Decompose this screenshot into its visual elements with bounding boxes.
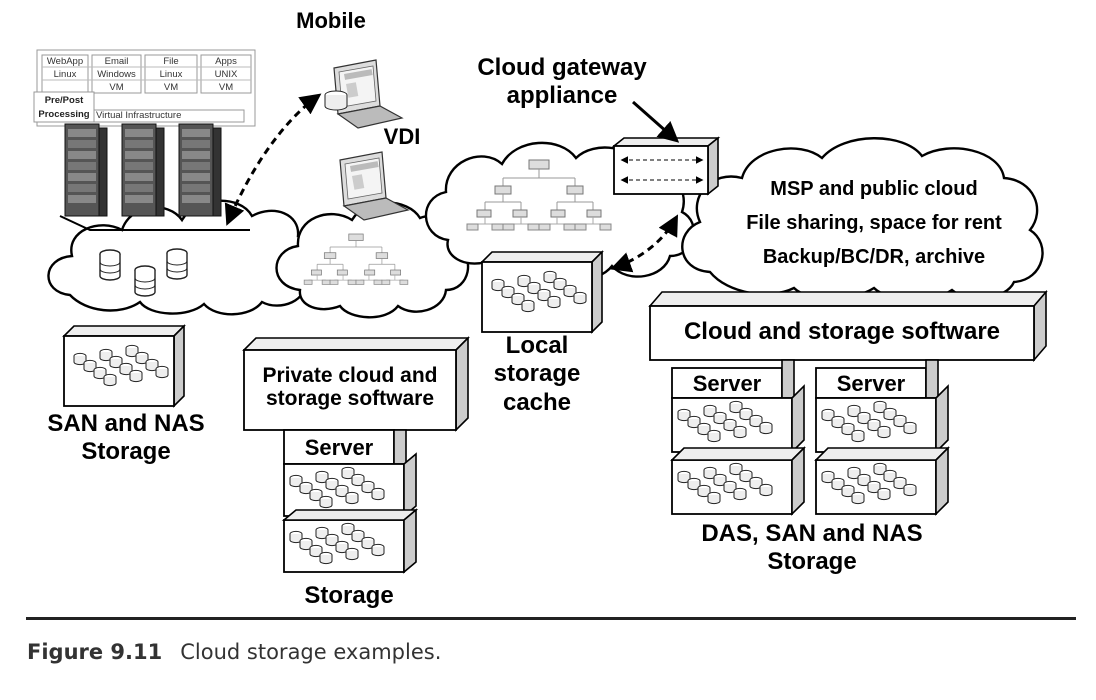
cache-link-arrow [610, 214, 679, 273]
virtual-infrastructure-panel [33, 49, 256, 127]
server-label-right-1: Server [692, 371, 762, 396]
public-cloud-line-1: MSP and public cloud [770, 178, 978, 200]
das-san-nas-label: DAS, SAN and NAS Storage [701, 520, 923, 576]
gateway-pointer-arrow [632, 100, 680, 143]
server-label-right-2: Server [836, 371, 906, 396]
server-label-left: Server [304, 435, 374, 460]
vdi-label: VDI [383, 124, 421, 149]
mobile-link-arrow [224, 93, 322, 226]
private-cloud-software-text: Private cloud and storage software [262, 364, 438, 411]
server-rack [178, 123, 222, 217]
database-icon [134, 265, 156, 297]
vi-cell-processing: Processing [38, 109, 90, 120]
vdi-laptop-icon [339, 151, 409, 221]
vi-cell-vm-1: VM [109, 82, 124, 93]
cloud-gateway-appliance [611, 136, 721, 196]
vi-cell-email: Email [104, 56, 129, 67]
vi-footer: Virtual Infrastructure [96, 110, 182, 121]
public-cloud [681, 137, 1044, 301]
right-server-stack-2 [814, 359, 950, 516]
figure-caption: Figure 9.11 Cloud storage examples. [27, 640, 441, 664]
figure-number: Figure 9.11 [27, 640, 163, 664]
figure-caption-text: Cloud storage examples. [180, 640, 442, 664]
mobile-device-icon [324, 90, 348, 111]
vi-cell-unix: UNIX [214, 69, 238, 80]
cloud-gateway-label: Cloud gateway appliance [477, 54, 647, 110]
database-icon [166, 248, 188, 280]
local-cache-box [480, 250, 604, 334]
vi-cell-webapp: WebApp [46, 56, 84, 67]
local-cache-label: Local storage cache [493, 332, 581, 416]
storage-label: Storage [304, 582, 394, 609]
private-cloud-software-box [242, 336, 470, 432]
server-rack [64, 123, 108, 217]
vi-cell-vm-2: VM [163, 82, 179, 93]
vi-cell-prepost: Pre/Post [44, 95, 84, 106]
vi-cell-windows: Windows [97, 69, 136, 80]
left-server-stack [281, 429, 419, 574]
public-cloud-line-3: Backup/BC/DR, archive [762, 246, 986, 268]
cloud-storage-software-box [648, 289, 1048, 363]
vi-cell-apps: Apps [215, 56, 237, 67]
vi-cell-linux-2: Linux [159, 69, 183, 80]
vi-cell-file: File [163, 56, 179, 67]
right-server-stack-1 [670, 359, 806, 516]
cloud-storage-software-text: Cloud and storage software [683, 318, 1001, 345]
server-rack [121, 123, 165, 217]
public-cloud-line-2: File sharing, space for rent [746, 212, 1002, 234]
vi-cell-vm-3: VM [218, 82, 234, 93]
mobile-label: Mobile [296, 8, 366, 33]
caption-rule [26, 617, 1076, 620]
san-nas-label: SAN and NAS Storage [47, 410, 205, 466]
vi-cell-linux: Linux [53, 69, 77, 80]
san-nas-storage-box [62, 324, 186, 408]
database-icon [99, 249, 121, 281]
